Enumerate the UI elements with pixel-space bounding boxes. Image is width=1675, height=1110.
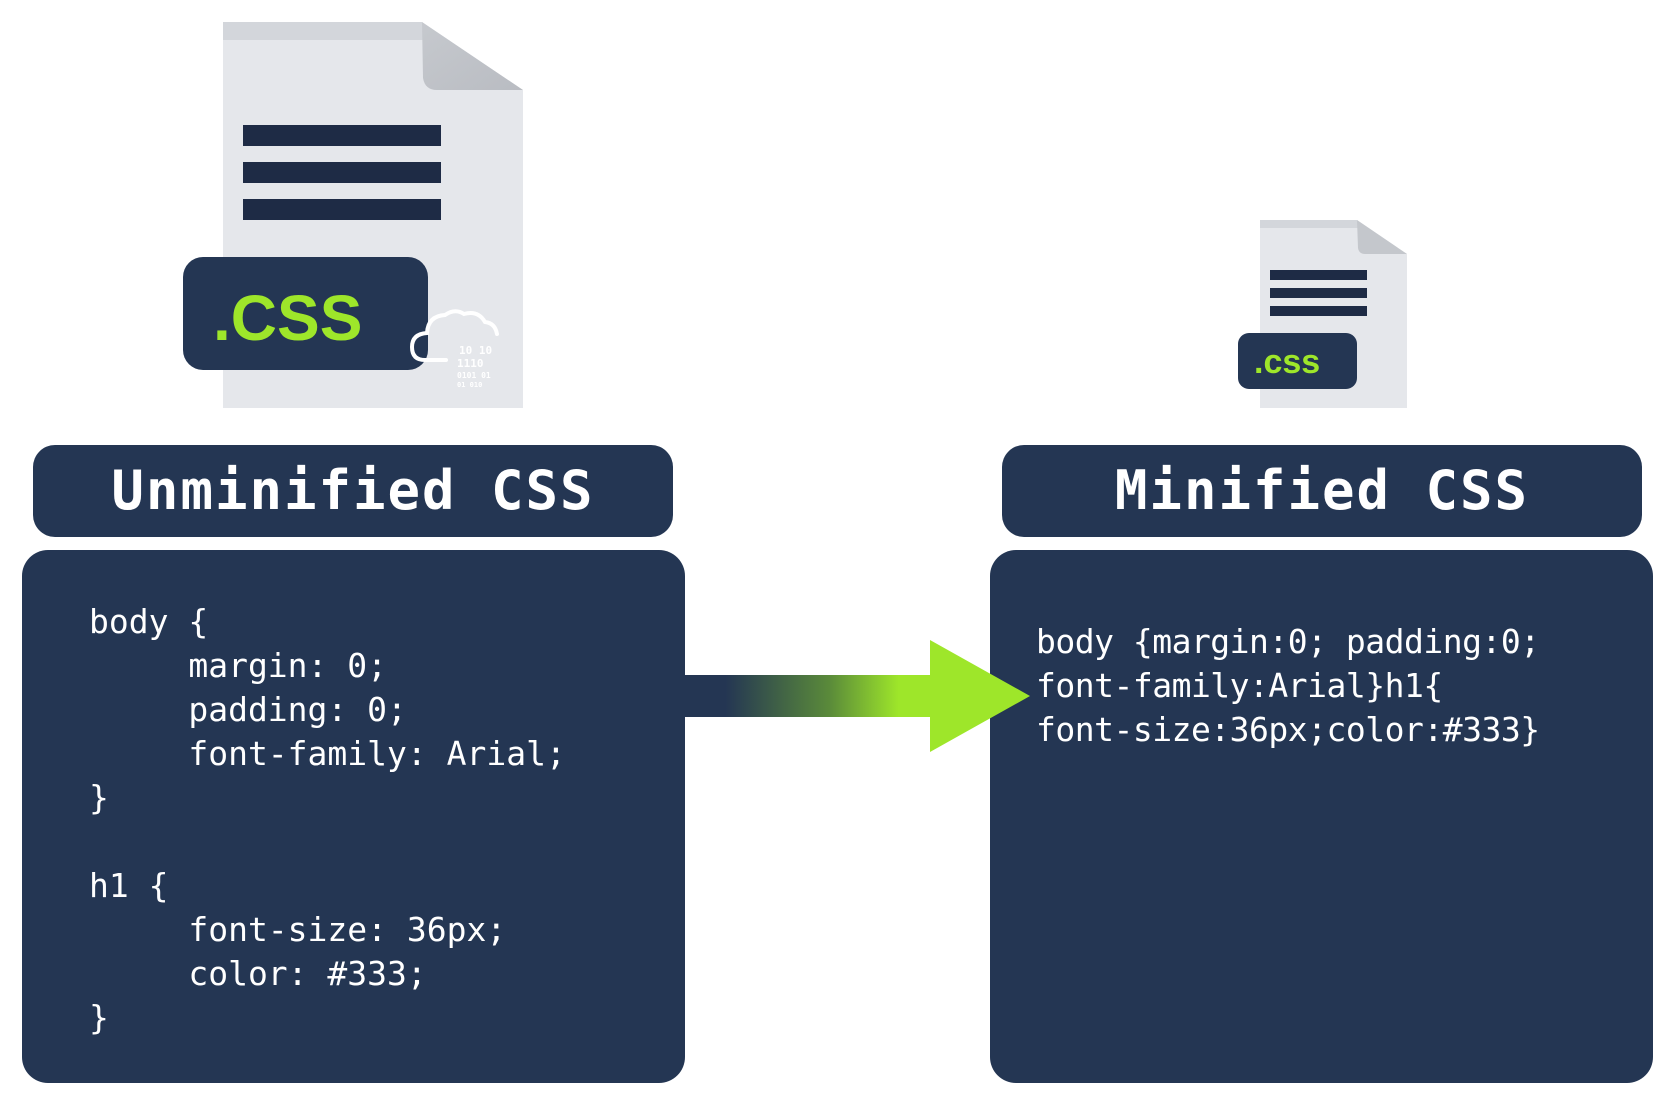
minified-code-panel: body {margin:0; padding:0; font-family:A… (990, 550, 1653, 1083)
binary-line: 01 010 (457, 381, 482, 389)
code-line: padding: 0; (89, 690, 407, 729)
document-line (243, 199, 441, 220)
code-line: } (89, 778, 109, 817)
code-line: color: #333; (89, 954, 427, 993)
code-line: font-size: 36px; (89, 910, 507, 949)
unminified-code-panel: body { margin: 0; padding: 0; font-famil… (22, 550, 685, 1083)
binary-line: 1110 (457, 357, 484, 370)
code-line: body { (89, 602, 209, 641)
code-line: h1 { (89, 866, 169, 905)
css-badge-label: .CSS (213, 282, 362, 354)
right-arrow-icon (684, 640, 1030, 752)
document-line (243, 162, 441, 183)
binary-line: 0101 01 (457, 371, 491, 380)
code-line: font-family:Arial}h1{ (1036, 666, 1443, 705)
unminified-css-title: Unminified CSS (33, 445, 673, 537)
code-line: } (89, 998, 109, 1037)
css-badge (183, 257, 428, 370)
code-line: body {margin:0; padding:0; (1036, 622, 1540, 661)
document-line (1270, 288, 1367, 298)
code-line: margin: 0; (89, 646, 388, 685)
code-line: font-family: Arial; (89, 734, 566, 773)
document-line (243, 125, 441, 146)
cloud-binary-icon (409, 309, 499, 362)
binary-line: 10 10 (459, 344, 492, 357)
css-badge-label: .css (1254, 343, 1320, 381)
code-line (89, 820, 685, 864)
minified-css-title: Minified CSS (1002, 445, 1642, 537)
css-file-icon-small: .css (1238, 220, 1407, 408)
css-badge (1238, 333, 1357, 389)
css-file-icon: .CSS 10 10 1110 0101 01 01 010 (183, 22, 523, 408)
code-line: font-size:36px;color:#333} (1036, 710, 1540, 749)
document-line (1270, 306, 1367, 316)
document-line (1270, 270, 1367, 280)
